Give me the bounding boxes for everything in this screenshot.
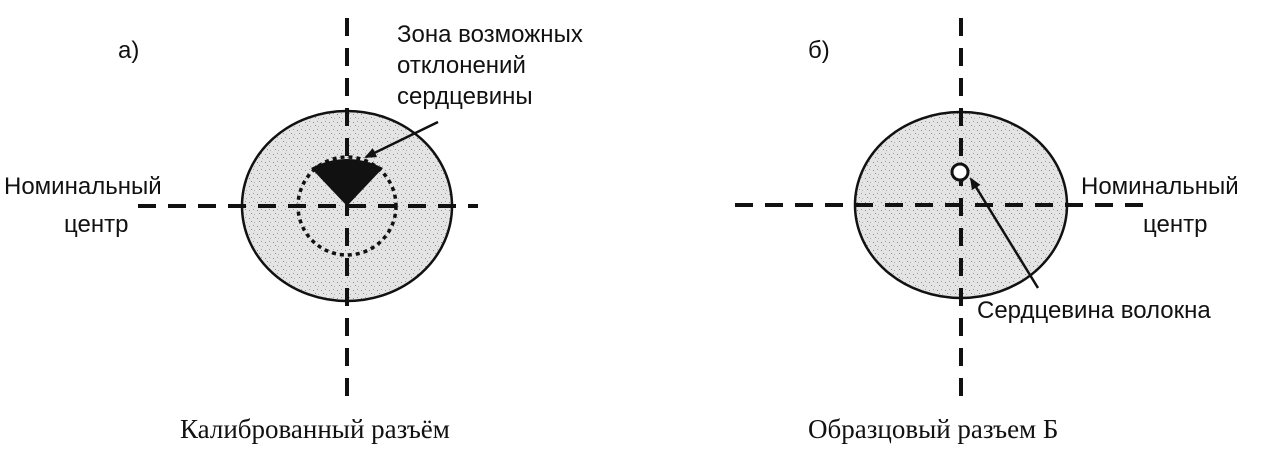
zone-label-line-2: отклонений <box>397 52 526 79</box>
caption-a: Калиброванный разъём <box>180 414 450 444</box>
panel-b-letter: б) <box>808 37 830 64</box>
core-arrow-b <box>969 177 1040 289</box>
nominal-label-a-line-2: центр <box>64 211 128 238</box>
zone-arrow-a <box>364 120 439 159</box>
fiber-core-b <box>950 162 970 182</box>
nominal-label-b-line-1: Номинальный <box>1081 173 1239 200</box>
panel-b: б) Номинальный центр Сердцевина волокна … <box>735 18 1239 444</box>
core-label-b: Сердцевина волокна <box>977 297 1211 324</box>
nominal-label-b-line-2: центр <box>1143 211 1207 238</box>
zone-label-line-3: сердцевины <box>397 83 533 110</box>
caption-b: Образцовый разъем Б <box>808 414 1058 444</box>
zone-label-line-1: Зона возможных <box>397 21 583 48</box>
core-deviation-zone-a <box>311 159 383 206</box>
panel-a-letter: а) <box>118 37 139 64</box>
panel-a: а) Зона возможных отклонений сердцевины … <box>4 18 583 444</box>
core-deviation-circle-a <box>296 155 398 257</box>
nominal-label-a-line-1: Номинальный <box>4 173 162 200</box>
